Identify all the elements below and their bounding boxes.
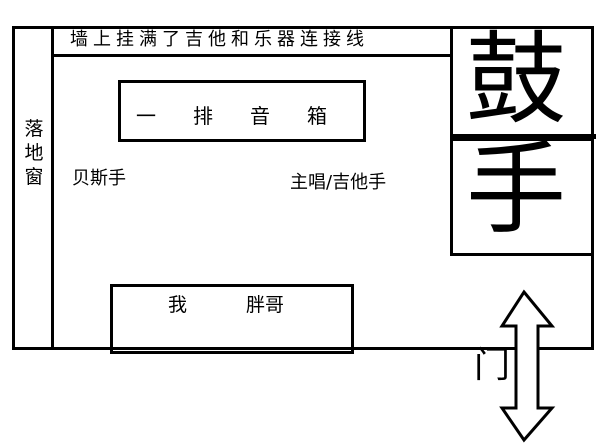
seating-box (110, 284, 354, 354)
window-label: 落地窗 (24, 118, 44, 188)
door-label: 门 (474, 345, 511, 386)
speakers-box (118, 80, 366, 142)
me-label: 我 (168, 294, 188, 316)
drummer-label-char-2: 手 (466, 131, 566, 248)
door-double-arrow-icon (499, 289, 556, 443)
bassist-label: 贝斯手 (72, 168, 126, 189)
window-strip (12, 26, 54, 350)
drummer-box-bottom (450, 138, 594, 256)
drummer-label-char-1: 鼓 (466, 21, 566, 138)
wall-divider-line (52, 54, 452, 57)
wall-text: 墙上挂满了吉他和乐器连接线 (70, 29, 369, 50)
singer-label: 主唱/吉他手 (290, 172, 387, 193)
fat-bro-label: 胖哥 (246, 294, 285, 316)
drummer-divider (450, 134, 596, 139)
speakers-label: 一排音箱 (136, 104, 364, 128)
